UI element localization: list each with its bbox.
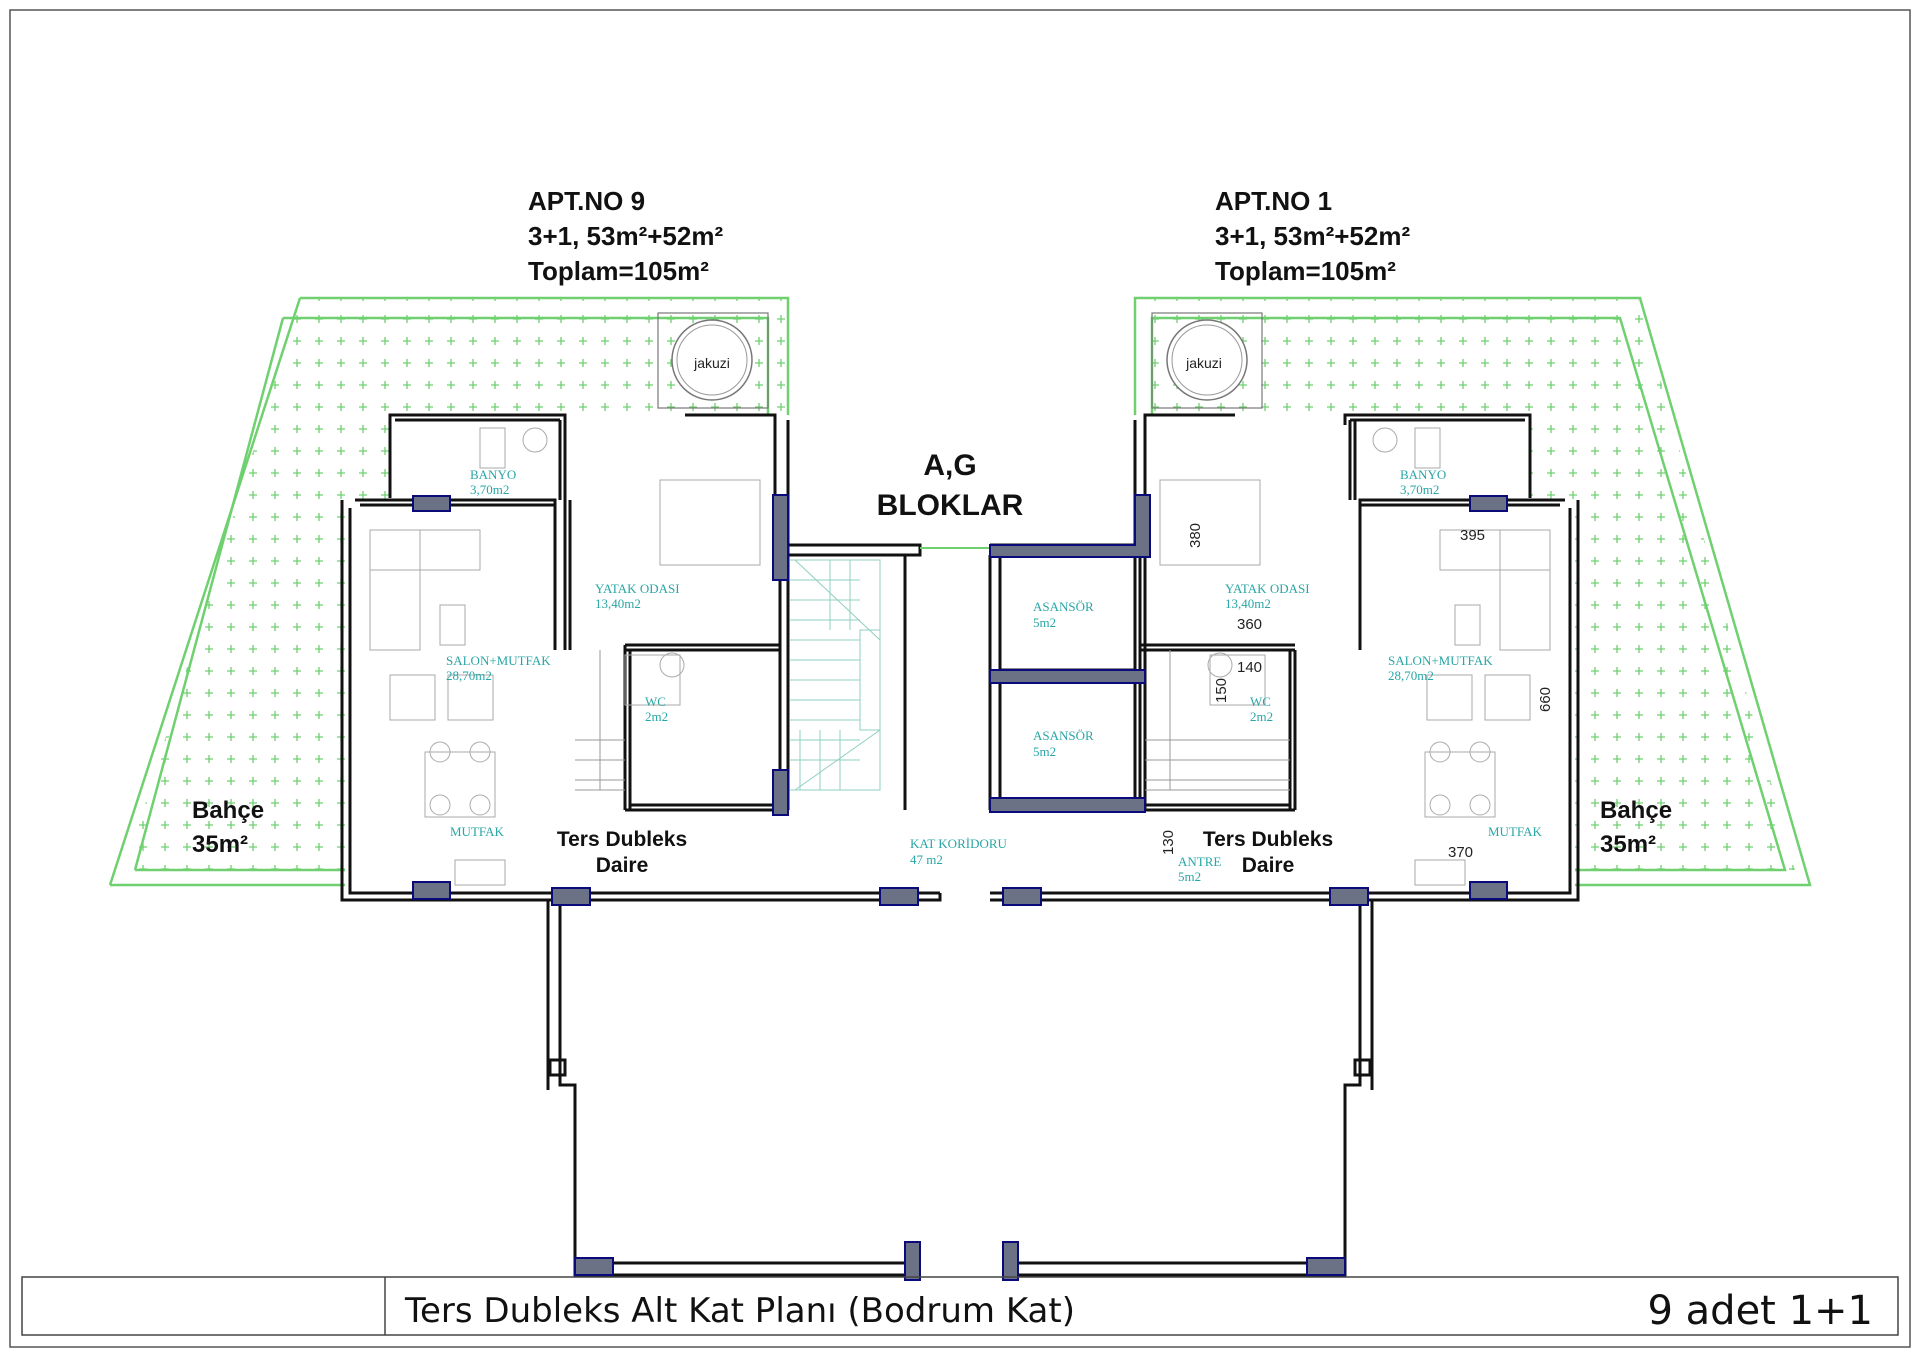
title-block-outer xyxy=(21,1276,1899,1336)
plan-title: Ters Dubleks Alt Kat Planı (Bodrum Kat) xyxy=(404,1291,1075,1331)
unit-type-right-line1: Ters Dubleks xyxy=(1203,828,1333,851)
furniture-right xyxy=(1159,427,1551,886)
room-asansor-1: ASANSÖR xyxy=(1033,599,1094,614)
garden-left-label: Bahçe xyxy=(192,797,264,824)
room-salon-left-area: 28,70m2 xyxy=(446,668,492,683)
jacuzzi-left xyxy=(657,312,769,409)
unit-type-left-line2: Daire xyxy=(596,854,649,877)
room-mutfak-right: MUTFAK xyxy=(1488,824,1543,839)
central-core xyxy=(575,543,1290,812)
room-antre-area: 5m2 xyxy=(1178,869,1201,884)
block-label-line2: BLOKLAR xyxy=(877,489,1024,522)
room-koridor: KAT KORİDORU xyxy=(910,836,1008,851)
room-wc-left-area: 2m2 xyxy=(645,709,668,724)
furniture-left xyxy=(369,427,761,886)
dim-660: 660 xyxy=(1537,687,1554,712)
apt-right-number: APT.NO 1 xyxy=(1215,186,1332,216)
room-banyo-right-area: 3,70m2 xyxy=(1400,482,1439,497)
columns xyxy=(412,494,1508,1281)
room-salon-left: SALON+MUTFAK xyxy=(446,653,551,668)
room-wc-right: WC xyxy=(1250,694,1271,709)
dim-140: 140 xyxy=(1237,659,1262,676)
dim-395: 395 xyxy=(1460,527,1485,544)
dim-130: 130 xyxy=(1160,830,1177,855)
room-asansor-2-area: 5m2 xyxy=(1033,744,1056,759)
room-mutfak-left: MUTFAK xyxy=(450,824,505,839)
jacuzzi-right xyxy=(1151,312,1263,409)
dim-360: 360 xyxy=(1237,616,1262,633)
block-label-line1: A,G xyxy=(923,449,976,482)
dim-380: 380 xyxy=(1187,523,1204,548)
room-yatak-right: YATAK ODASI xyxy=(1225,581,1310,596)
apt-left-total: Toplam=105m² xyxy=(528,256,709,286)
garden-left-area: 35m² xyxy=(192,831,248,858)
room-wc-right-area: 2m2 xyxy=(1250,709,1273,724)
room-banyo-left-area: 3,70m2 xyxy=(470,482,509,497)
apt-left-number: APT.NO 9 xyxy=(528,186,645,216)
sheet-border xyxy=(9,9,1911,1348)
room-yatak-left: YATAK ODASI xyxy=(595,581,680,596)
room-salon-right-area: 28,70m2 xyxy=(1388,668,1434,683)
room-salon-right: SALON+MUTFAK xyxy=(1388,653,1493,668)
jacuzzi-right-label: jakuzi xyxy=(1185,355,1222,371)
room-antre: ANTRE xyxy=(1178,854,1221,869)
dim-370: 370 xyxy=(1448,844,1473,861)
unit-count: 9 adet 1+1 xyxy=(1648,1288,1874,1334)
room-banyo-left: BANYO xyxy=(470,467,516,482)
jacuzzi-left-label: jakuzi xyxy=(693,355,730,371)
garden-right-label: Bahçe xyxy=(1600,797,1672,824)
room-banyo-right: BANYO xyxy=(1400,467,1446,482)
dim-150: 150 xyxy=(1213,678,1230,703)
apt-right-total: Toplam=105m² xyxy=(1215,256,1396,286)
room-wc-left: WC xyxy=(645,694,666,709)
unit-type-left-line1: Ters Dubleks xyxy=(557,828,687,851)
room-koridor-area: 47 m2 xyxy=(910,852,943,867)
garden-right-area: 35m² xyxy=(1600,831,1656,858)
apt-right-size: 3+1, 53m²+52m² xyxy=(1215,221,1410,251)
walls-left xyxy=(340,413,942,1277)
unit-type-right-line2: Daire xyxy=(1242,854,1295,877)
room-asansor-2: ASANSÖR xyxy=(1033,728,1094,743)
room-asansor-1-area: 5m2 xyxy=(1033,615,1056,630)
room-yatak-left-area: 13,40m2 xyxy=(595,596,641,611)
room-yatak-right-area: 13,40m2 xyxy=(1225,596,1271,611)
apt-left-size: 3+1, 53m²+52m² xyxy=(528,221,723,251)
